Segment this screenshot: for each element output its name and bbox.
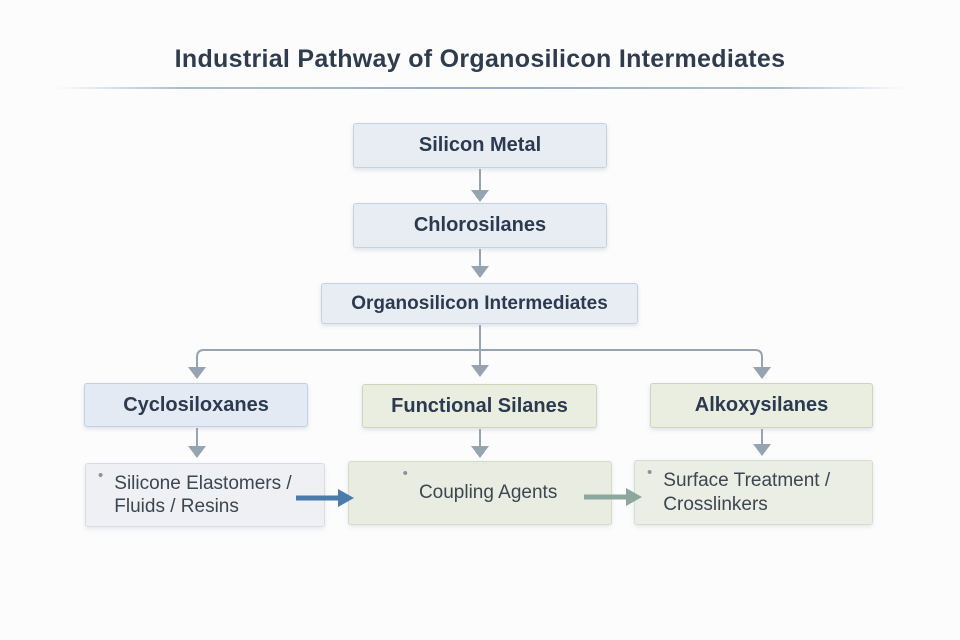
node-chlorosilanes: Chlorosilanes <box>353 203 607 248</box>
branch-connector <box>188 325 771 379</box>
arrow-alkoxysilanes-to-products <box>753 429 771 456</box>
node-surface-treatment-crosslinkers: Surface Treatment / Crosslinkers <box>634 460 873 525</box>
node-label: Functional Silanes <box>391 394 568 417</box>
node-coupling-agents: Coupling Agents <box>348 461 612 525</box>
node-label: Cyclosiloxanes <box>123 393 269 416</box>
bullet-icon <box>647 464 652 482</box>
product-label: Silicone Elastomers / Fluids / Resins <box>114 472 292 517</box>
bullet-icon <box>403 465 408 483</box>
arrow-chlorosilanes-to-organosilicon <box>471 249 489 278</box>
node-alkoxysilanes: Alkoxysilanes <box>650 383 873 428</box>
node-cyclosiloxanes: Cyclosiloxanes <box>84 383 308 427</box>
title-divider <box>55 87 905 89</box>
diagram-title: Industrial Pathway of Organosilicon Inte… <box>174 45 786 73</box>
node-label: Organosilicon Intermediates <box>351 292 608 314</box>
node-functional-silanes: Functional Silanes <box>362 384 597 428</box>
node-label: Chlorosilanes <box>413 214 547 236</box>
node-silicone-elastomers-fluids-resins: Silicone Elastomers / Fluids / Resins <box>85 463 325 527</box>
node-silicon-metal: Silicon Metal <box>353 123 607 168</box>
arrow-functional-silanes-to-products <box>471 429 489 458</box>
bullet-icon <box>98 467 103 485</box>
arrow-cyclosiloxanes-to-products <box>188 428 206 458</box>
node-label: Alkoxysilanes <box>694 394 829 416</box>
node-label: Silicon Metal <box>418 134 542 156</box>
node-organosilicon-intermediates: Organosilicon Intermediates <box>321 283 638 324</box>
arrow-silicon-to-chlorosilanes <box>471 169 489 202</box>
product-label: Coupling Agents <box>418 482 558 504</box>
product-label: Surface Treatment / Crosslinkers <box>663 470 831 515</box>
